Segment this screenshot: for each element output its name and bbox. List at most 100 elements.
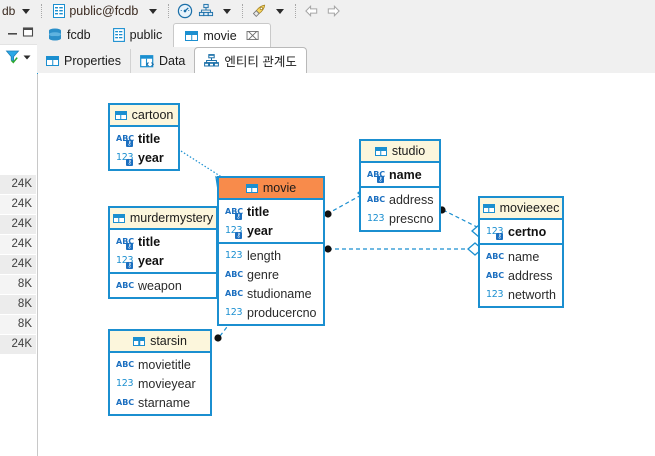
entity-column[interactable]: 123⚷year xyxy=(110,251,216,270)
table-icon xyxy=(245,183,258,193)
entity-header[interactable]: starsin xyxy=(110,331,210,353)
entity-name: cartoon xyxy=(131,108,174,122)
entity-header[interactable]: movie xyxy=(219,178,323,200)
entity-column[interactable]: 123⚷year xyxy=(110,148,178,167)
entity-column[interactable]: ABC⚷title xyxy=(110,232,216,251)
text-type-icon: ABC xyxy=(116,397,135,407)
tab-label: fcdb xyxy=(67,27,91,42)
rocket-icon[interactable] xyxy=(250,3,267,20)
gutter-row: 24K xyxy=(0,235,36,255)
entity-column[interactable]: 123⚷year xyxy=(219,221,323,240)
table-icon xyxy=(46,56,59,66)
entity-name: murdermystery xyxy=(129,211,214,225)
entity-column[interactable]: ABC⚷title xyxy=(110,129,178,148)
primary-key-icon: ⚷ xyxy=(126,139,133,147)
column-name: producercno xyxy=(247,305,317,320)
entity-name: studio xyxy=(391,144,426,158)
text-type-icon: ABC⚷ xyxy=(225,206,244,220)
filter-icon[interactable] xyxy=(5,49,20,67)
tab-fcdb[interactable]: fcdb xyxy=(37,22,102,47)
column-name: prescno xyxy=(389,211,434,226)
text-type-icon: ABC xyxy=(486,251,505,261)
entity-column-group: ABC⚷name xyxy=(361,163,439,186)
primary-key-icon: ⚷ xyxy=(126,242,133,250)
dropdown-arrow-icon[interactable] xyxy=(22,8,31,14)
table-icon xyxy=(114,110,127,120)
toolbar-divider xyxy=(168,4,170,18)
subtab-label: Properties xyxy=(64,54,121,68)
entity-name: movie xyxy=(262,181,297,195)
entity-column[interactable]: 123 prescno xyxy=(361,209,439,228)
entity-header[interactable]: studio xyxy=(361,141,439,163)
navigate-forward-icon[interactable] xyxy=(324,3,341,20)
entity-name: movieexec xyxy=(499,201,560,215)
dropdown-arrow-icon[interactable] xyxy=(223,8,232,14)
numeric-type-icon: 123 xyxy=(367,212,385,224)
database-structure-icon[interactable] xyxy=(197,3,214,20)
column-name: name xyxy=(508,249,540,264)
column-name: networth xyxy=(508,287,556,302)
column-name: year xyxy=(138,253,164,268)
main-toolbar: db public@fcdb xyxy=(0,0,655,23)
filter-dropdown-arrow-icon[interactable] xyxy=(22,51,32,65)
navigate-back-icon[interactable] xyxy=(303,3,320,20)
entity-header[interactable]: movieexec xyxy=(480,198,562,220)
dropdown-arrow-icon[interactable] xyxy=(276,8,285,14)
entity-column-group: 123⚷certno xyxy=(480,220,562,243)
column-name: genre xyxy=(247,267,279,282)
text-type-icon: ABC xyxy=(225,288,244,298)
tab-movie[interactable]: movie⌧ xyxy=(173,23,272,48)
primary-key-icon: ⚷ xyxy=(235,231,242,239)
subtab-erd[interactable]: 엔티티 관계도 xyxy=(194,47,307,73)
column-name: name xyxy=(389,167,422,182)
toolbar-divider xyxy=(295,4,297,18)
column-name: weapon xyxy=(138,278,182,293)
column-name: movieyear xyxy=(138,376,196,391)
entity-header[interactable]: cartoon xyxy=(110,105,178,127)
subtab-data-grid[interactable]: Data xyxy=(129,49,194,73)
entity-column[interactable]: 123⚷certno xyxy=(480,222,562,241)
minimize-panel-icon[interactable] xyxy=(7,26,19,41)
close-icon[interactable]: ⌧ xyxy=(245,28,260,43)
numeric-type-icon: 123⚷ xyxy=(225,224,243,239)
left-panel-toolbar xyxy=(0,22,37,45)
column-name: address xyxy=(508,268,553,283)
maximize-panel-icon[interactable] xyxy=(22,26,34,41)
table-icon xyxy=(112,213,125,223)
connection-selector[interactable]: public@fcdb xyxy=(53,4,164,18)
entity-column[interactable]: ABC⚷name xyxy=(361,165,439,184)
text-type-icon: ABC xyxy=(116,359,135,369)
entity-column[interactable]: 123 movieyear xyxy=(110,374,210,393)
subtab-properties[interactable]: Properties xyxy=(37,49,130,73)
gauge-icon[interactable] xyxy=(176,3,193,20)
dropdown-arrow-icon[interactable] xyxy=(149,8,158,14)
text-type-icon: ABC⚷ xyxy=(367,169,386,183)
schema-icon xyxy=(112,27,125,42)
entity-name: starsin xyxy=(150,334,187,348)
tab-public[interactable]: public xyxy=(102,22,174,47)
numeric-type-icon: 123 xyxy=(116,377,134,389)
entity-column[interactable]: ABC⚷title xyxy=(219,202,323,221)
entity-header[interactable]: murdermystery xyxy=(110,208,216,230)
subtab-label: Data xyxy=(158,54,186,68)
